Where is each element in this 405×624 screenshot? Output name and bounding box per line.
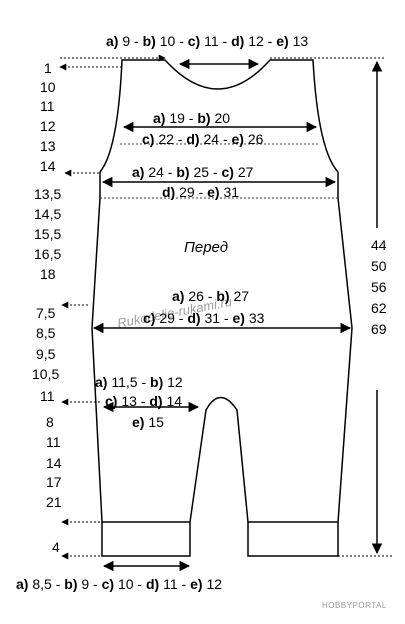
row-count-20: 21 — [46, 494, 62, 510]
left-leaders — [59, 54, 166, 560]
row-count-8: 15,5 — [34, 226, 62, 242]
row-count-1: 10 — [40, 79, 56, 95]
row-count-4: 13 — [40, 138, 56, 154]
row-count-2: 11 — [40, 98, 55, 114]
row-count-3: 12 — [40, 118, 56, 134]
length-value-1: 50 — [371, 258, 387, 274]
right-leaders — [270, 57, 392, 557]
row-count-13: 9,5 — [36, 346, 56, 362]
row-count-17: 11 — [46, 434, 61, 450]
crotch-width-label-1: a) 11,5 - b) 12 — [95, 374, 183, 390]
body-width-label-1: a) 24 - b) 25 - c) 27 — [132, 164, 254, 180]
row-count-18: 14 — [46, 455, 62, 471]
diagram-title: Перед — [184, 239, 229, 256]
row-count-12: 8,5 — [36, 325, 56, 341]
row-count-7: 14,5 — [34, 206, 62, 222]
row-count-9: 16,5 — [34, 246, 62, 262]
crotch-width-label-3: e) 15 — [132, 414, 164, 430]
row-count-11: 7,5 — [36, 305, 56, 321]
row-count-15: 11 — [40, 388, 55, 404]
row-count-14: 10,5 — [32, 366, 60, 382]
body-width-label-2: d) 29 - e) 31 — [162, 184, 240, 200]
row-count-19: 17 — [46, 474, 62, 490]
hip-width-label-2: c) 29 - d) 31 - e) 33 — [143, 310, 265, 326]
crotch-width-label-2: c) 13 - d) 14 — [105, 393, 183, 409]
length-value-2: 56 — [371, 279, 387, 295]
row-count-0: 1 — [44, 60, 52, 76]
length-value-0: 44 — [371, 237, 387, 253]
row-count-21: 4 — [52, 539, 60, 555]
neck-width-label: a) 9 - b) 10 - c) 11 - d) 12 - e) 13 — [106, 33, 309, 49]
hip-width-label-1: a) 26 - b) 27 — [172, 288, 250, 304]
brand-mark: HOBBYPORTAL — [322, 601, 387, 610]
length-value-4: 69 — [371, 321, 387, 337]
row-count-10: 18 — [40, 266, 56, 282]
row-count-16: 8 — [46, 414, 54, 430]
row-count-6: 13,5 — [34, 186, 62, 202]
length-value-3: 62 — [371, 300, 387, 316]
chest-width-label-1: a) 19 - b) 20 — [153, 110, 231, 126]
row-count-5: 14 — [40, 158, 56, 174]
chest-width-label-2: c) 22 - d) 24 - e) 26 — [142, 131, 264, 147]
cuff-width-label: a) 8,5 - b) 9 - c) 10 - d) 11 - e) 12 — [16, 576, 223, 592]
